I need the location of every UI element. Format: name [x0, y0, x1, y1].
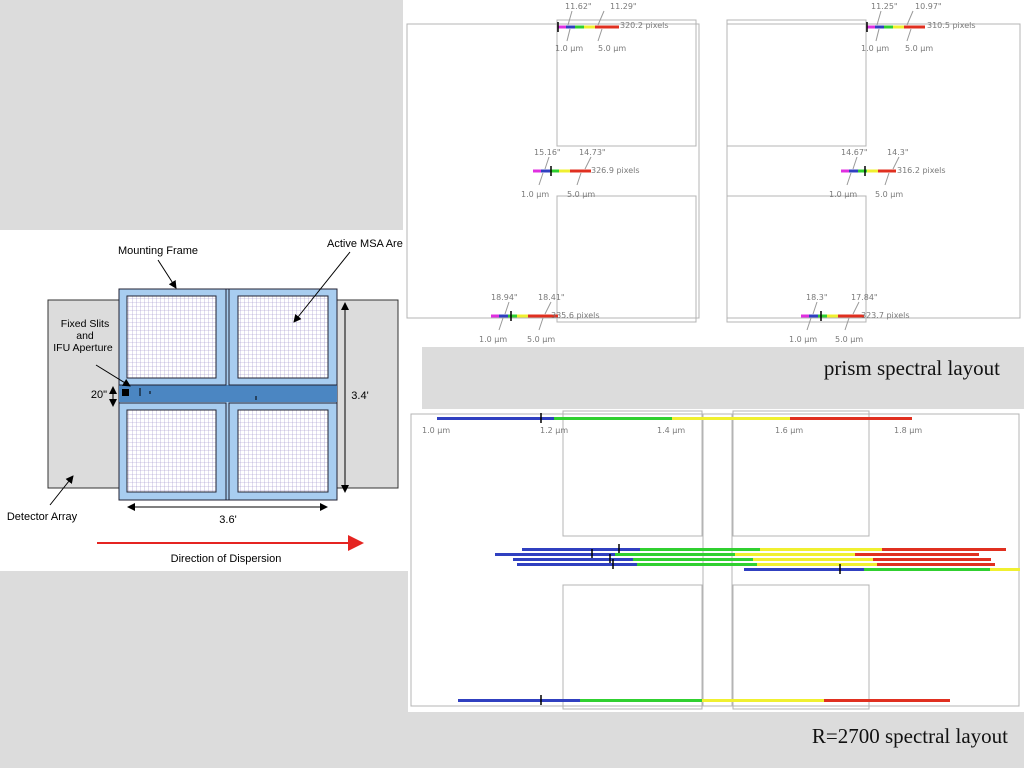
svg-text:11.62": 11.62"	[565, 2, 592, 11]
height-label: 3.4'	[351, 390, 368, 402]
shutter-grid	[237, 295, 329, 379]
grating-spectrum	[517, 559, 995, 569]
r2700-layout: 1.0 μm 1.2 μm 1.4 μm 1.6 μm 1.8 μm	[410, 410, 1020, 710]
wavelength-label: 1.6 μm	[775, 426, 803, 435]
prism-caption: prism spectral layout	[823, 356, 1000, 380]
svg-text:1.0 μm: 1.0 μm	[479, 335, 507, 344]
msa-quadrant-outline	[726, 19, 867, 147]
svg-text:5.0 μm: 5.0 μm	[835, 335, 863, 344]
gap-label: 20"	[91, 389, 107, 401]
msa-quadrant-outline	[556, 195, 697, 323]
grating-spectrum	[744, 564, 1020, 574]
svg-text:310.5 pixels: 310.5 pixels	[927, 21, 976, 30]
mounting-frame-label: Mounting Frame	[118, 245, 198, 257]
svg-text:5.0 μm: 5.0 μm	[598, 44, 626, 53]
svg-text:11.25": 11.25"	[871, 2, 898, 11]
prism-spectrum: 11.25" 10.97" 310.5 pixels 1.0 μm 5.0 μm	[861, 2, 976, 53]
prism-layout: 11.62" 11.29" 320.2 pixels 1.0 μm 5.0 μm…	[406, 2, 1021, 344]
shutter-grid	[126, 409, 217, 493]
ifu-aperture-label: IFU Aperture	[53, 342, 113, 354]
fixed-slits-label: Fixed Slits	[61, 318, 109, 330]
grating-spectrum	[458, 695, 950, 705]
fixed-slit-band	[119, 385, 337, 402]
svg-text:10.97": 10.97"	[915, 2, 942, 11]
active-msa-label: Active MSA Area	[327, 238, 410, 250]
grating-spectrum	[495, 549, 979, 559]
svg-text:1.0 μm: 1.0 μm	[861, 44, 889, 53]
svg-text:17.84": 17.84"	[851, 293, 878, 302]
r2700-caption: R=2700 spectral layout	[811, 724, 1008, 748]
detector-outline	[726, 23, 1021, 319]
msa-diagram: Mounting Frame Active MSA Area Fixed Sli…	[7, 238, 410, 565]
width-label: 3.6'	[219, 514, 236, 526]
svg-text:14.3": 14.3"	[887, 148, 909, 157]
prism-spectrum: 15.16" 14.73" 326.9 pixels 1.0 μm 5.0 μm	[521, 148, 640, 199]
prism-layout-panel: 11.62" 11.29" 320.2 pixels 1.0 μm 5.0 μm…	[403, 0, 1024, 347]
detector-outline	[410, 413, 1020, 707]
svg-text:316.2 pixels: 316.2 pixels	[897, 166, 946, 175]
dispersion-label: Direction of Dispersion	[171, 553, 282, 565]
svg-text:5.0 μm: 5.0 μm	[875, 190, 903, 199]
svg-text:11.29": 11.29"	[610, 2, 637, 11]
svg-text:323.7 pixels: 323.7 pixels	[861, 311, 910, 320]
msa-diagram-panel: Mounting Frame Active MSA Area Fixed Sli…	[0, 230, 422, 571]
ifu-aperture	[122, 389, 129, 396]
msa-quadrant-outline	[726, 195, 867, 323]
shutter-grid	[237, 409, 329, 493]
msa-quadrant-outline	[732, 410, 870, 537]
wavelength-label: 1.0 μm	[422, 426, 450, 435]
svg-text:15.16": 15.16"	[534, 148, 561, 157]
msa-quadrant-outline	[562, 410, 703, 537]
r2700-layout-panel: 1.0 μm 1.2 μm 1.4 μm 1.6 μm 1.8 μm	[408, 409, 1024, 712]
prism-spectrum: 14.67" 14.3" 316.2 pixels 1.0 μm 5.0 μm	[829, 148, 946, 199]
svg-text:326.9 pixels: 326.9 pixels	[591, 166, 640, 175]
msa-quadrant-outline	[562, 584, 703, 710]
svg-text:5.0 μm: 5.0 μm	[567, 190, 595, 199]
wavelength-label: 1.2 μm	[540, 426, 568, 435]
shutter-grid	[126, 295, 217, 379]
svg-text:1.0 μm: 1.0 μm	[555, 44, 583, 53]
svg-text:18.41": 18.41"	[538, 293, 565, 302]
prism-spectrum: 18.94" 18.41" 335.6 pixels 1.0 μm 5.0 μm	[479, 293, 600, 344]
fixed-slits-and-label: and	[76, 330, 94, 342]
wavelength-label: 1.8 μm	[894, 426, 922, 435]
svg-text:5.0 μm: 5.0 μm	[905, 44, 933, 53]
msa-quadrant-outline	[732, 584, 870, 710]
svg-text:1.0 μm: 1.0 μm	[789, 335, 817, 344]
wavelength-label: 1.4 μm	[657, 426, 685, 435]
msa-quadrant-outline	[556, 19, 697, 147]
prism-spectrum: 11.62" 11.29" 320.2 pixels 1.0 μm 5.0 μm	[555, 2, 669, 53]
svg-text:320.2 pixels: 320.2 pixels	[620, 21, 669, 30]
svg-text:14.73": 14.73"	[579, 148, 606, 157]
svg-text:1.0 μm: 1.0 μm	[829, 190, 857, 199]
detector-outline	[406, 23, 700, 319]
prism-spectrum: 18.3" 17.84" 323.7 pixels 1.0 μm 5.0 μm	[789, 293, 910, 344]
svg-text:335.6 pixels: 335.6 pixels	[551, 311, 600, 320]
grating-spectrum	[522, 544, 1006, 554]
svg-text:1.0 μm: 1.0 μm	[521, 190, 549, 199]
grating-spectrum	[513, 554, 991, 564]
detector-label: Detector Array	[7, 511, 78, 523]
svg-text:18.94": 18.94"	[491, 293, 518, 302]
svg-text:18.3": 18.3"	[806, 293, 828, 302]
svg-text:5.0 μm: 5.0 μm	[527, 335, 555, 344]
svg-text:14.67": 14.67"	[841, 148, 868, 157]
grating-spectrum	[437, 413, 912, 423]
